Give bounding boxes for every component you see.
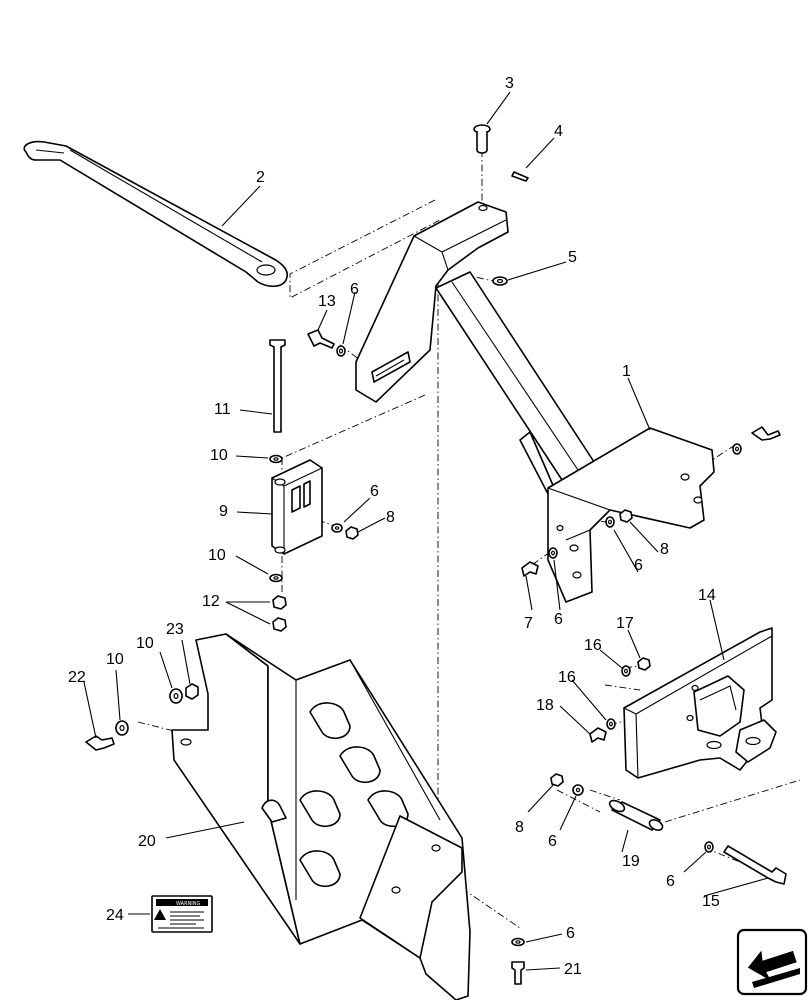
washer-6a <box>336 345 346 357</box>
callout-6b: 6 <box>370 483 379 500</box>
callout-6g: 6 <box>566 925 575 942</box>
callout-23: 23 <box>166 621 184 638</box>
bolt-7 <box>521 561 539 577</box>
cotter-pin <box>511 171 529 182</box>
callout-6c: 6 <box>634 557 643 574</box>
guard <box>171 633 471 1000</box>
callout-21: 21 <box>564 961 582 978</box>
callout-10d: 10 <box>106 651 124 668</box>
long-bolt <box>269 339 286 433</box>
bolt-13 <box>307 329 335 349</box>
washer-10d <box>115 720 129 736</box>
callout-5: 5 <box>568 249 577 266</box>
callout-11: 11 <box>214 401 231 418</box>
callout-20: 20 <box>138 833 156 850</box>
mount-bracket <box>623 627 777 779</box>
callout-1: 1 <box>622 363 631 380</box>
nut-17 <box>637 657 651 671</box>
callout-7: 7 <box>524 615 533 632</box>
callout-17: 17 <box>616 615 634 632</box>
callout-8a: 8 <box>386 509 395 526</box>
washer-16b <box>606 718 616 730</box>
callout-16b: 16 <box>558 669 576 686</box>
callout-13: 13 <box>318 293 336 310</box>
callout-6e: 6 <box>548 833 557 850</box>
callout-6a: 6 <box>350 281 359 298</box>
bolt-15 <box>723 845 787 885</box>
washer-16a <box>621 665 631 677</box>
main-frame-arm <box>355 201 715 603</box>
clevis-pin <box>473 124 491 154</box>
nut-12b <box>272 617 287 632</box>
callout-24: 24 <box>106 907 124 924</box>
washer-right <box>732 443 742 455</box>
washer-6f <box>704 841 714 853</box>
callout-14: 14 <box>698 587 716 604</box>
washer-6d <box>548 547 558 559</box>
callout-10b: 10 <box>208 547 226 564</box>
bushing <box>608 799 664 831</box>
bolt-22 <box>85 735 115 751</box>
slotted-bracket <box>271 459 323 555</box>
nut-8c <box>550 773 564 787</box>
washer-6b <box>331 523 343 533</box>
washer-10b <box>269 573 283 583</box>
bolt-18 <box>589 727 607 743</box>
callout-2: 2 <box>256 169 265 186</box>
callout-18: 18 <box>536 697 554 714</box>
callout-9: 9 <box>219 503 228 520</box>
callout-16a: 16 <box>584 637 602 654</box>
washer-10c <box>169 688 183 704</box>
callout-12: 12 <box>202 593 220 610</box>
decal-heading: WARNING <box>176 901 201 907</box>
callout-labels: 3 4 2 5 13 6 11 10 9 6 8 10 12 1 8 6 7 6… <box>68 75 720 978</box>
callout-8c: 8 <box>515 819 524 836</box>
callout-8b: 8 <box>660 541 669 558</box>
washer-6c <box>605 516 615 528</box>
callout-10c: 10 <box>136 635 154 652</box>
nut-12a <box>272 595 287 610</box>
callout-4: 4 <box>554 123 563 140</box>
next-page-arrow-icon[interactable] <box>736 928 808 996</box>
handle-rod <box>23 140 288 288</box>
callout-3: 3 <box>505 75 514 92</box>
nut-23 <box>185 683 199 700</box>
nut-8b <box>619 509 633 523</box>
nut-8a <box>345 526 359 540</box>
washer-6e <box>572 784 584 796</box>
callout-19: 19 <box>622 853 640 870</box>
callout-10a: 10 <box>210 447 228 464</box>
callout-6d: 6 <box>554 611 563 628</box>
bolt-right <box>751 426 781 441</box>
washer-5 <box>492 276 508 286</box>
warning-decal: WARNING <box>151 895 213 933</box>
callout-15: 15 <box>702 893 720 910</box>
callout-6f: 6 <box>666 873 675 890</box>
leader-lines <box>83 91 769 971</box>
callout-22: 22 <box>68 669 86 686</box>
bolt-21 <box>511 961 525 985</box>
washer-10a <box>269 454 283 464</box>
washer-6g <box>511 937 525 947</box>
